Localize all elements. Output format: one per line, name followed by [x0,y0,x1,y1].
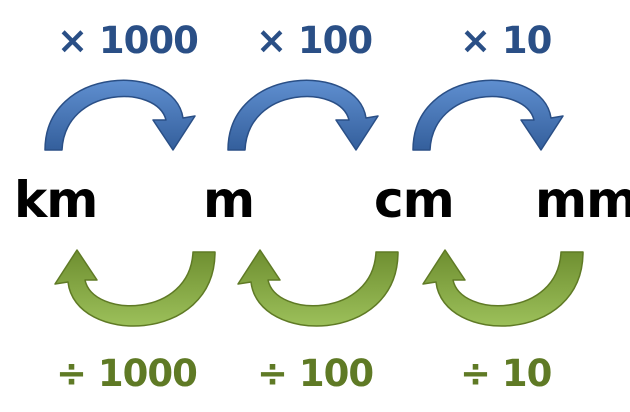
divide-100-label: ÷ 100 [257,352,374,395]
divide-10-label: ÷ 10 [460,352,552,395]
unit-m: m [203,171,255,229]
divide-arrow-2 [237,249,399,327]
divide-arrow-1 [54,249,216,327]
multiply-arrow-1 [44,79,196,151]
multiply-10-label: × 10 [460,19,552,62]
multiply-1000-label: × 1000 [57,19,199,62]
multiply-arrow-3 [412,79,564,151]
unit-km: km [14,171,98,229]
multiply-arrow-2 [227,79,379,151]
unit-mm: mm [535,171,630,229]
divide-arrow-3 [422,249,584,327]
divide-1000-label: ÷ 1000 [56,352,198,395]
multiply-100-label: × 100 [256,19,373,62]
unit-cm: cm [374,171,455,229]
